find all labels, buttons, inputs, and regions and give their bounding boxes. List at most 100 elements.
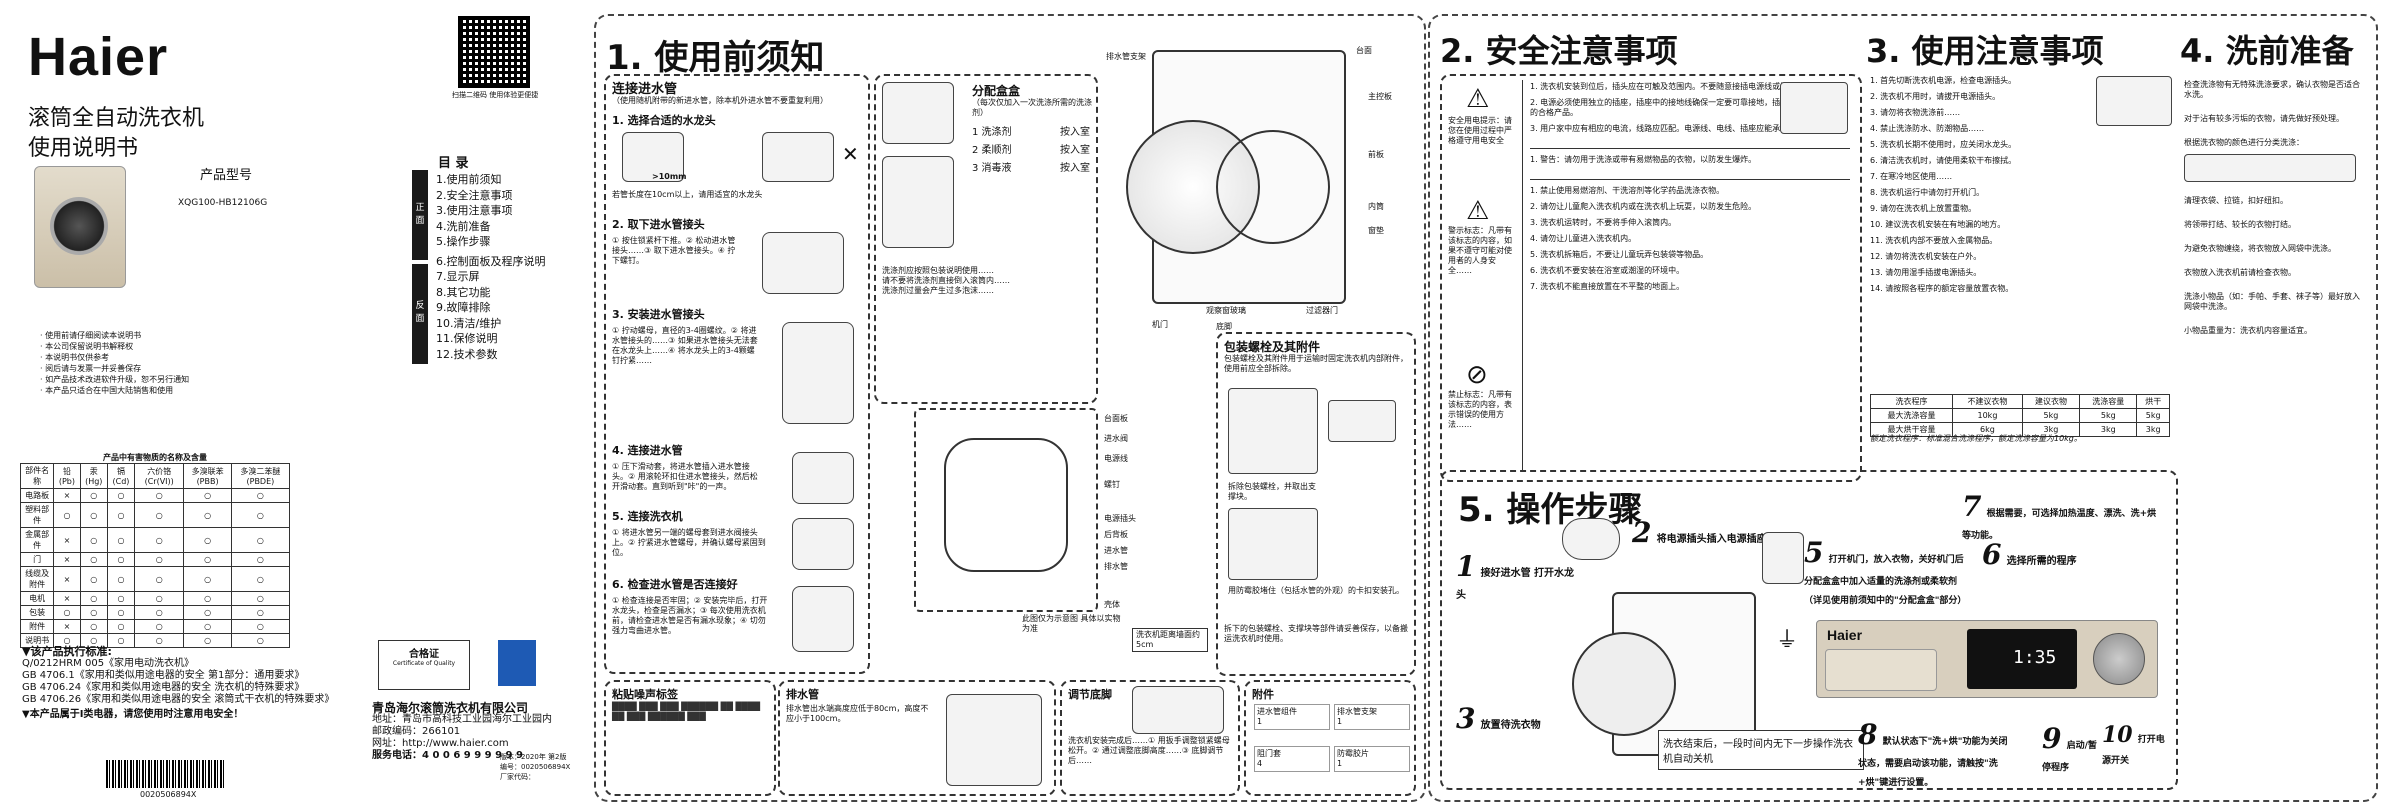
- drain-text: 排水管出水端高度应低于80cm，高度不应小于100cm。: [786, 704, 929, 723]
- transport-text: 包装螺栓及其附件用于运输时固定洗衣机内部附件，使用前应全部拆除。: [1224, 354, 1408, 373]
- standard-line: GB 4706.26《家用和类似用途电器的安全 滚筒式干衣机的特殊要求》: [22, 694, 335, 705]
- warn-label: 安全用电提示：请您在使用过程中严格遵守用电安全: [1448, 116, 1512, 145]
- dispenser-item: 3 消毒液按入室: [972, 163, 1090, 174]
- safety-item: 6. 洗衣机不要安装在浴室或潮湿的环境中。: [1530, 266, 1685, 275]
- hazard-row-label: 附件: [19, 619, 55, 634]
- note-line: · 使用前请仔细阅读本说明书: [40, 331, 142, 340]
- hazard-header: 六价铬(Cr(VI)): [133, 463, 185, 489]
- dispenser-box: 分配盒盒 （每次仅加入一次洗涤所需的洗涤剂） 1 洗涤剂按入室 2 柔顺剂按入室…: [874, 74, 1098, 404]
- cap-cell: 3kg: [2021, 422, 2081, 437]
- qr-caption: 扫描二维码 使用体验更便捷: [452, 91, 539, 99]
- standards-block: ▼该产品执行标准: Q/0212HRM 005《家用电动洗衣机》 GB 4706…: [22, 646, 342, 721]
- company-block: 青岛海尔滚筒洗衣机有限公司 地址：青岛市高科技工业园海尔工业园内 邮政编码：26…: [372, 702, 552, 762]
- toc-item[interactable]: 11.保修说明: [436, 332, 498, 345]
- step-number: 1: [1456, 550, 1476, 583]
- toc-group-front: 正面: [412, 170, 428, 260]
- control-panel[interactable]: Haier 1:35: [1816, 620, 2158, 698]
- cap-cell: 3kg: [2079, 422, 2138, 437]
- caution-icon: ⚠: [1466, 196, 1490, 226]
- toc-group-back: 反面: [412, 264, 428, 364]
- toc-item[interactable]: 12.技术参数: [436, 347, 498, 361]
- transport-caption: 拆除包装螺栓，并取出支撑块。: [1228, 482, 1316, 501]
- toc-item[interactable]: 10.清洁/维护: [436, 316, 502, 330]
- dispenser-cross-section-icon: [882, 156, 954, 248]
- part-label: 后背板: [1104, 530, 1128, 539]
- toc-item[interactable]: 4.洗前准备: [436, 219, 491, 233]
- cap-cell: 6kg: [1952, 422, 2023, 437]
- wrench-icon: [1328, 400, 1396, 442]
- toc-item[interactable]: 2.安全注意事项: [436, 188, 513, 202]
- step-number: 5: [1804, 536, 1824, 569]
- hazard-table-block: 产品中有害物质的名称及含量 部件名称 铅(Pb) 汞(Hg) 镉(Cd) 六价铬…: [19, 453, 291, 648]
- hazard-row-label: 说明书: [19, 633, 55, 648]
- prep-item: 对于沾有较多污垢的衣物，请先做好预处理。: [2184, 114, 2344, 123]
- inlet-step-3: 3. 安装进水管接头 ① 拧动螺母，直径的3-4圈螺纹。② 将进水管接头的……③…: [612, 306, 862, 424]
- section4: 4. 洗前准备 检查洗涤物有无特殊洗涤要求，确认衣物是否适合水洗。 对于沾有较多…: [2180, 22, 2370, 792]
- toc-item[interactable]: 8.其它功能: [436, 285, 491, 299]
- toc-item[interactable]: 9.故障排除: [436, 301, 491, 314]
- usage-item: 10. 建议洗衣机安装在有地漏的地方。: [1870, 220, 2006, 229]
- usage-item: 7. 在寒冷地区使用……: [1870, 172, 1953, 181]
- noise-text: ████ ███ ███ ██████ ██ ████ ██ ███ █████…: [612, 702, 761, 721]
- toc-item[interactable]: 1.使用前须知: [436, 173, 502, 186]
- display-screen: 1:35: [1967, 629, 2077, 689]
- usage-item: 5. 洗衣机长期不使用时，应关闭水龙头。: [1870, 140, 2017, 149]
- step-text: ① 将进水管另一端的螺母套到进水阀接头上。② 拧紧进水管螺母，并确认螺母紧固到位…: [612, 528, 766, 557]
- factory-code: 厂家代码：: [500, 773, 535, 781]
- usage-item: 11. 洗衣机内部不要放入金属物品。: [1870, 236, 1998, 245]
- hazard-row-label: 电路板: [19, 488, 55, 503]
- part-label: 螺钉: [1104, 480, 1120, 489]
- drain-hose-icon: [946, 694, 1042, 786]
- hazard-row-label: 门: [19, 552, 55, 567]
- program-knob[interactable]: [2093, 633, 2145, 685]
- usage-item: 2. 洗衣机不用时，请拔开电源插头。: [1870, 92, 2001, 101]
- dispenser-handle[interactable]: [1825, 649, 1937, 691]
- cover-cap-icon: [1228, 508, 1318, 580]
- inlet-step-4: 4. 连接进水管 ① 压下滑动套，将进水管插入进水管接头。② 用滚轮环扣住进水管…: [612, 442, 862, 504]
- step-title: 5. 连接洗衣机: [612, 510, 683, 523]
- part-label: 底脚: [1216, 322, 1232, 331]
- step-title: 4. 连接进水管: [612, 444, 683, 457]
- hazard-row-label: 金属部件: [19, 527, 55, 553]
- step-text: 根据需要，可选择加热温度、漂洗、洗+烘 等功能。: [1962, 509, 2157, 541]
- divider: [1522, 80, 1523, 472]
- toc-group-label: 反面: [415, 301, 425, 324]
- part-label: 机门: [1152, 320, 1168, 329]
- safety-warning: ▼本产品属于Ⅰ类电器，请您使用时注意用电安全！: [22, 709, 244, 720]
- prep-item: 检查洗涤物有无特殊洗涤要求，确认衣物是否适合水洗。: [2184, 80, 2360, 99]
- bottom-title: 粘贴噪声标签: [612, 688, 678, 701]
- toc-item[interactable]: 7.显示屏: [436, 270, 480, 283]
- standards-title: ▼该产品执行标准:: [22, 645, 112, 658]
- note-line: · 本产品只适合在中国大陆销售和使用: [40, 386, 174, 395]
- usage-item: 13. 请勿用湿手插拔电源插头。: [1870, 268, 1982, 277]
- faucet-wrong-icon: [762, 132, 834, 182]
- part-label: 电源插头: [1104, 514, 1136, 523]
- earth-icon: ⏚: [1776, 628, 1799, 653]
- op-step: 9 启动/暂停程序: [2042, 722, 2102, 774]
- company-website[interactable]: 网址：http://www.haier.com: [372, 738, 509, 749]
- cover-title: 滚筒全自动洗衣机: [28, 106, 205, 131]
- part-label: 观察窗玻璃: [1206, 306, 1246, 315]
- toc-item[interactable]: 6.控制面板及程序说明: [436, 254, 546, 268]
- op-step: 1 接好进水管 打开水龙头: [1456, 550, 1576, 602]
- usage-item: 1. 首先切断洗衣机电源，检查电源插头。: [1870, 76, 2017, 85]
- qr-code[interactable]: [458, 16, 530, 88]
- section1-panel: 1. 使用前须知 连接进水管 （使用随机附带的新进水管，除本机外进水管不要重复利…: [594, 14, 1426, 802]
- toc-item[interactable]: 5.操作步骤: [436, 235, 491, 248]
- section5: 5. 操作步骤 1 接好进水管 打开水龙头 2 将电源插头插入电源插座 ⏚ 3 …: [1440, 470, 2178, 790]
- part-label: 主控板: [1368, 92, 1392, 101]
- inlet-step-6: 6. 检查进水管是否连接好 ① 检查连接是否牢固；② 安装完毕后，打开水龙头，检…: [612, 576, 862, 652]
- step-number: 10: [2102, 722, 2133, 748]
- op-step: 8 默认状态下"洗+烘"功能为关闭状态，需要启动该功能，请触按"洗+烘"键进行设…: [1858, 718, 2008, 789]
- panel-brand: Haier: [1827, 627, 1863, 643]
- toc-item[interactable]: 3.使用注意事项: [436, 204, 513, 217]
- washer-back-body: [914, 408, 1098, 612]
- step-text: 若管长度在10cm以上，请用适宜的水龙头: [612, 190, 763, 199]
- bolt-remove-icon: [1228, 388, 1318, 474]
- washer-door-drawing: [1572, 632, 1676, 736]
- part-label: 台面: [1356, 46, 1372, 55]
- company-name: 青岛海尔滚筒洗衣机有限公司: [372, 701, 529, 715]
- cert-seal: [498, 640, 536, 686]
